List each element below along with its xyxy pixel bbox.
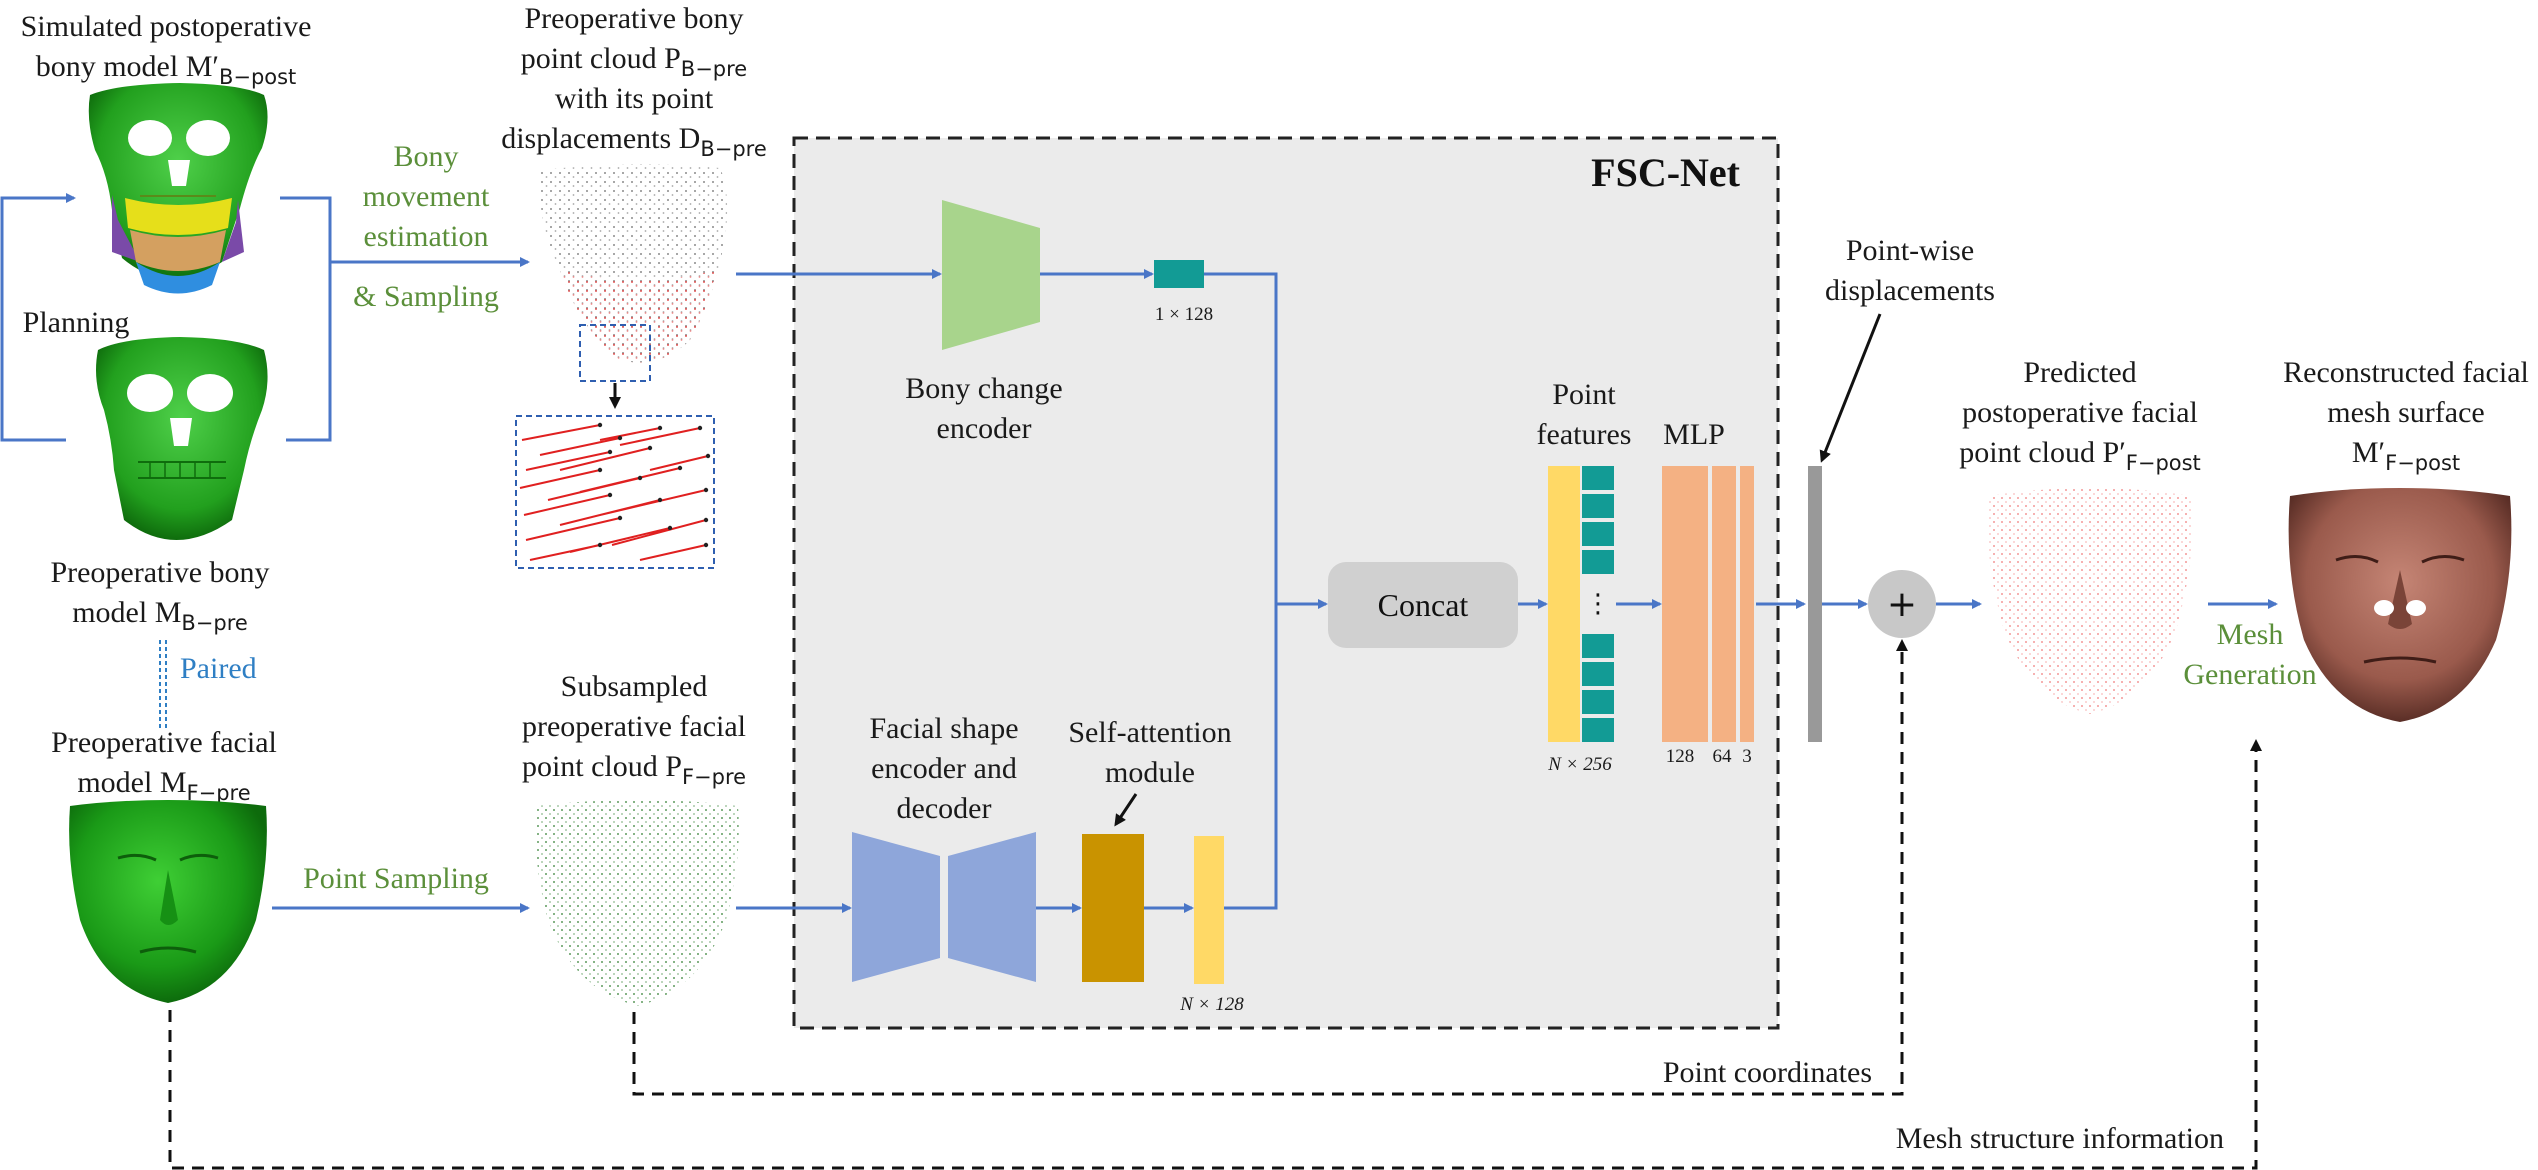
self-attn-label-line2: module: [1105, 756, 1195, 789]
bony-pc-label-line2: point cloud PB−pre: [521, 42, 747, 81]
mlp-layer-128: [1662, 466, 1708, 742]
sum-node-plus: +: [1887, 584, 1917, 625]
reconstructed-face-mesh-image: [2288, 488, 2512, 722]
planning-label: Planning: [23, 306, 130, 339]
concat-block: [1328, 562, 1518, 648]
bony-movement-label-4: & Sampling: [353, 280, 499, 313]
zoomed-displacements-panel: [515, 415, 715, 569]
preoperative-face-image: [69, 800, 267, 1003]
planning-bracket-left: [0, 193, 76, 442]
point-features-label-line1: Point: [1552, 378, 1616, 411]
mesh-structure-line: [168, 739, 2262, 1170]
simulated-postop-skull-image: [88, 83, 268, 294]
pointwise-label-line1: Point-wise: [1846, 234, 1974, 267]
dim-nx128-label: N × 128: [1179, 994, 1244, 1015]
sub-pc-label-line3: point cloud PF−pre: [522, 750, 746, 789]
sub-pc-label-line1: Subsampled: [561, 670, 708, 703]
pointwise-pointer: [1819, 313, 1882, 463]
self-attn-pointer: [1114, 793, 1138, 827]
pred-label-line1: Predicted: [2023, 356, 2136, 389]
facial-encoder-label-line3: decoder: [897, 792, 992, 825]
point-features-label-line2: features: [1537, 418, 1632, 451]
pred-label-line3: point cloud P′F−post: [1959, 436, 2201, 475]
sum-node: [1868, 570, 1936, 638]
mlp-layer-3: [1740, 466, 1754, 742]
pred-label-line2: postoperative facial: [1962, 396, 2198, 429]
dim-nx256-label: N × 256: [1547, 754, 1612, 775]
bony-encoder-label-line1: Bony change: [905, 372, 1062, 405]
mesh-gen-label-line1: Mesh: [2217, 618, 2284, 651]
point-coordinates-line: [632, 639, 1908, 1096]
bony-pc-label-line1: Preoperative bony: [524, 2, 743, 35]
bony-encoder-label-line2: encoder: [937, 412, 1032, 445]
recon-label-line3: M′F−post: [2352, 436, 2460, 475]
facial-encoder-label-line2: encoder and: [871, 752, 1017, 785]
bony-movement-label-3: estimation: [364, 220, 489, 253]
mlp-dim-64: 64: [1713, 746, 1733, 767]
preoperative-skull-image: [96, 337, 268, 540]
bony-movement-label-1: Bony: [393, 140, 458, 173]
preop-facial-label-line2: model MF−pre: [77, 766, 250, 805]
pointwise-displacement-bar: [1808, 466, 1822, 742]
fsc-net-title: FSC-Net: [1591, 150, 1741, 195]
preop-bony-label-line1: Preoperative bony: [50, 556, 269, 589]
facial-encoder-shape: [852, 832, 940, 982]
zoom-region-box: [579, 324, 651, 382]
dim-1x128-label: 1 × 128: [1155, 304, 1213, 325]
bony-movement-label-2: movement: [363, 180, 490, 213]
mesh-structure-label: Mesh structure information: [1896, 1122, 2224, 1155]
preop-bony-label-line2: model MB−pre: [72, 596, 248, 635]
recon-label-line2: mesh surface: [2327, 396, 2484, 429]
facial-encoder-label-line1: Facial shape: [869, 712, 1018, 745]
sub-pc-label-line2: preoperative facial: [522, 710, 746, 743]
mlp-layer-64: [1712, 466, 1736, 742]
mlp-label: MLP: [1663, 418, 1725, 451]
predicted-face-point-cloud-image: [1987, 488, 2193, 714]
concat-label: Concat: [1378, 587, 1469, 623]
point-coordinates-label: Point coordinates: [1663, 1056, 1872, 1089]
features-ellipsis: ⋮: [1585, 589, 1611, 619]
mlp-dim-3: 3: [1742, 746, 1752, 767]
bony-feature-to-concat-line: [1204, 272, 1328, 609]
preop-facial-label-line1: Preoperative facial: [51, 726, 277, 759]
pointwise-label-line2: displacements: [1825, 274, 1995, 307]
sim-post-label-line1: Simulated postoperative: [21, 10, 312, 43]
facial-feature-vector: [1194, 836, 1224, 984]
facial-feature-to-concat-line: [1224, 604, 1278, 910]
bony-point-cloud-image: [539, 164, 728, 363]
facial-decoder-shape: [948, 832, 1036, 982]
sim-post-label-line2: bony model M′B−post: [36, 50, 297, 89]
fsc-net-box: [792, 136, 1780, 1030]
self-attention-module: [1082, 834, 1144, 982]
bony-feature-vector: [1154, 260, 1204, 288]
bony-change-encoder-shape: [942, 200, 1040, 350]
point-sampling-label: Point Sampling: [303, 862, 489, 895]
mlp-dim-128: 128: [1666, 746, 1695, 767]
mesh-gen-label-line2: Generation: [2183, 658, 2316, 691]
subsampled-face-point-cloud-image: [535, 800, 739, 1006]
point-features-block: [1548, 466, 1614, 742]
bony-pc-label-line4: displacements DB−pre: [501, 122, 767, 161]
bony-pc-label-line3: with its point: [555, 82, 714, 115]
paired-connector: [159, 640, 167, 730]
paired-label: Paired: [180, 652, 257, 685]
planning-bracket-right: [280, 196, 332, 442]
self-attn-label-line1: Self-attention: [1068, 716, 1231, 749]
recon-label-line1: Reconstructed facial: [2283, 356, 2529, 389]
